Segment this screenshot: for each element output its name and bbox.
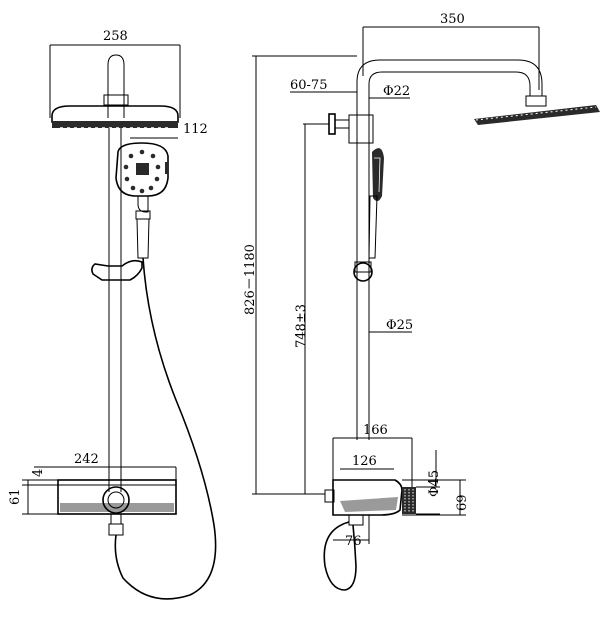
control-knob-inner bbox=[107, 491, 125, 509]
dim-rail-dia: Φ25 bbox=[386, 318, 413, 333]
dim-head-width: 258 bbox=[103, 29, 128, 44]
dim-shelf-height: 61 bbox=[8, 488, 23, 505]
shower-arm-outer bbox=[356, 59, 543, 118]
dim-wall-distance: 60-75 bbox=[290, 78, 327, 93]
pipe-collar bbox=[103, 94, 129, 106]
dim-handheld-offset: 112 bbox=[183, 122, 208, 137]
handheld-nozzles bbox=[123, 149, 168, 194]
dim-shelf-inner: 126 bbox=[352, 454, 377, 469]
center-nozzle-block bbox=[136, 163, 149, 175]
dim-arm-reach: 350 bbox=[440, 12, 465, 27]
handheld-shower-head bbox=[115, 142, 169, 197]
dim-outlet-offset: 76 bbox=[345, 534, 362, 549]
handheld-neck bbox=[137, 196, 149, 213]
hose-side bbox=[323, 521, 357, 591]
outlet-side bbox=[348, 514, 364, 526]
slide-bracket bbox=[91, 259, 143, 281]
dim-top-pipe-dia: Φ22 bbox=[383, 84, 410, 99]
shelf-side-profile bbox=[340, 497, 398, 512]
bracket-clamp bbox=[348, 114, 374, 144]
wall-inlet bbox=[324, 489, 335, 503]
handheld-handle-profile bbox=[368, 195, 378, 259]
overhead-shower-head bbox=[51, 105, 179, 123]
dim-body-height: 69 bbox=[455, 494, 470, 511]
dim-shelf-depth: 166 bbox=[363, 423, 388, 438]
slide-holder bbox=[353, 262, 373, 282]
dim-shelf-width: 242 bbox=[74, 452, 99, 467]
handheld-profile bbox=[372, 148, 384, 202]
handheld-handle bbox=[136, 218, 150, 259]
shower-head-face bbox=[52, 121, 178, 128]
wall-plate bbox=[328, 113, 336, 135]
wall-arm bbox=[334, 119, 350, 129]
overhead-head-profile bbox=[474, 105, 600, 125]
control-knob bbox=[102, 486, 130, 514]
side-view: 350 60-75 Φ22 826－1180 748±3 bbox=[243, 12, 600, 591]
dim-center-height: 748±3 bbox=[294, 304, 309, 348]
front-view: 258 112 bbox=[8, 29, 217, 600]
knob-side bbox=[402, 487, 416, 514]
hose-connector bbox=[108, 523, 124, 536]
shower-arm-inner bbox=[368, 71, 531, 118]
dim-shelf-lip: 4 bbox=[31, 469, 46, 477]
dim-knob-dia: Φ45 bbox=[427, 470, 442, 497]
bottom-outlet bbox=[110, 513, 122, 525]
dim-total-height: 826－1180 bbox=[243, 244, 258, 315]
upper-pipe bbox=[107, 54, 125, 118]
thermostatic-body-side bbox=[332, 479, 403, 516]
arm-joint bbox=[525, 95, 547, 107]
shower-hose bbox=[114, 257, 217, 600]
